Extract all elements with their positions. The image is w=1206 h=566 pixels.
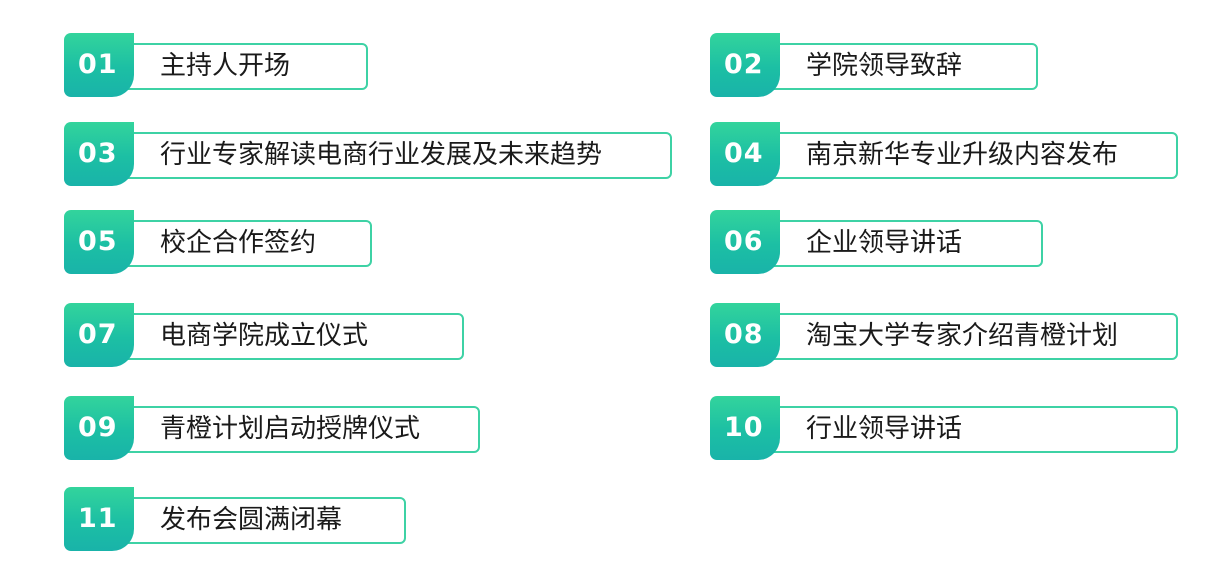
agenda-item-title: 电商学院成立仪式 — [160, 321, 369, 351]
agenda-item-title: 主持人开场 — [160, 51, 291, 81]
agenda-number-badge: 04 — [710, 122, 780, 186]
agenda-item-frame — [710, 132, 1178, 179]
agenda-item-title: 行业专家解读电商行业发展及未来趋势 — [160, 140, 603, 170]
agenda-item-09: 09 青橙计划启动授牌仪式 — [64, 396, 480, 460]
agenda-number-badge: 06 — [710, 210, 780, 274]
agenda-item-08: 08 淘宝大学专家介绍青橙计划 — [710, 303, 1178, 367]
agenda-item-title: 学院领导致辞 — [806, 51, 963, 81]
agenda-item-title: 淘宝大学专家介绍青橙计划 — [806, 321, 1119, 351]
agenda-number-badge: 09 — [64, 396, 134, 460]
agenda-item-title: 行业领导讲话 — [806, 414, 963, 444]
agenda-item-title: 南京新华专业升级内容发布 — [806, 140, 1119, 170]
agenda-number-badge: 08 — [710, 303, 780, 367]
agenda-item-05: 05 校企合作签约 — [64, 210, 372, 274]
agenda-item-frame — [64, 132, 672, 179]
agenda-number-badge: 11 — [64, 487, 134, 551]
agenda-item-07: 07 电商学院成立仪式 — [64, 303, 464, 367]
agenda-item-04: 04 南京新华专业升级内容发布 — [710, 122, 1178, 186]
agenda-item-11: 11 发布会圆满闭幕 — [64, 487, 406, 551]
agenda-item-title: 企业领导讲话 — [806, 228, 963, 258]
agenda-number-badge: 01 — [64, 33, 134, 97]
agenda-item-01: 01 主持人开场 — [64, 33, 368, 97]
agenda-item-title: 发布会圆满闭幕 — [160, 505, 343, 535]
agenda-number-badge: 10 — [710, 396, 780, 460]
agenda-item-06: 06 企业领导讲话 — [710, 210, 1043, 274]
agenda-item-title: 校企合作签约 — [160, 228, 317, 258]
agenda-number-badge: 05 — [64, 210, 134, 274]
agenda-item-frame — [710, 313, 1178, 360]
agenda-item-02: 02 学院领导致辞 — [710, 33, 1038, 97]
agenda-number-badge: 03 — [64, 122, 134, 186]
agenda-number-badge: 07 — [64, 303, 134, 367]
agenda-number-badge: 02 — [710, 33, 780, 97]
agenda-item-03: 03 行业专家解读电商行业发展及未来趋势 — [64, 122, 672, 186]
agenda-item-title: 青橙计划启动授牌仪式 — [160, 414, 421, 444]
agenda-item-10: 10 行业领导讲话 — [710, 396, 1178, 460]
agenda-item-frame — [710, 406, 1178, 453]
